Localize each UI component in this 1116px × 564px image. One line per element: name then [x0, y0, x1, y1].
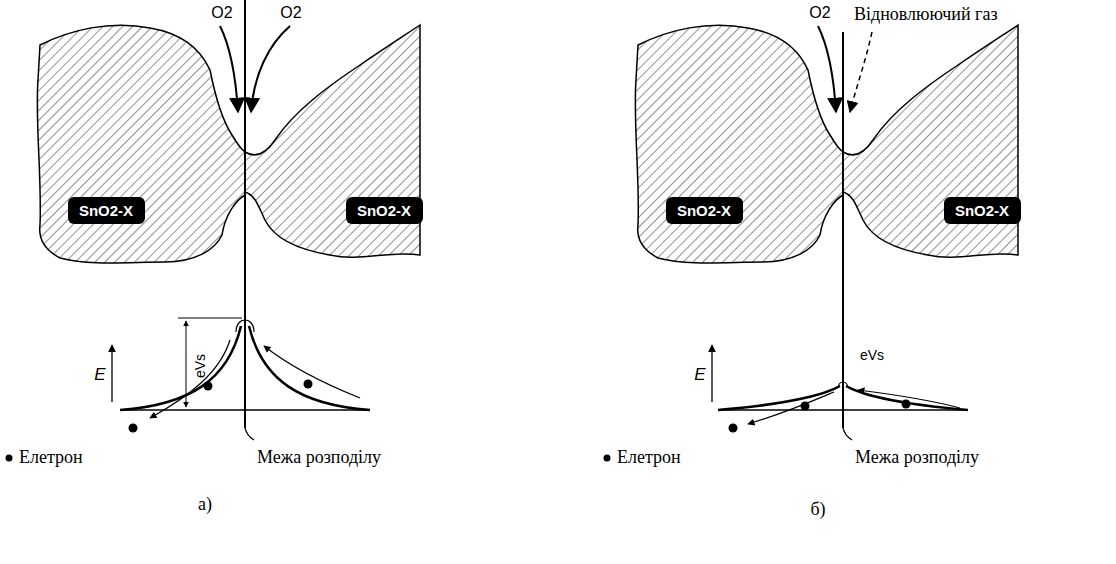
gas-arrow	[220, 26, 238, 112]
panel-label: а)	[198, 495, 212, 515]
interface-line	[244, 0, 246, 428]
legend-text: Елетрон	[617, 448, 681, 468]
axis-label: E	[94, 366, 105, 385]
panel-label: б)	[810, 500, 825, 520]
band-cap	[838, 382, 848, 388]
band-curve	[718, 386, 840, 410]
band-curve	[249, 326, 370, 410]
gas-arrow	[818, 26, 836, 112]
material-name: SnO2-X	[79, 202, 133, 219]
electron	[729, 424, 738, 433]
electron	[902, 400, 911, 409]
legend-dot	[6, 455, 13, 462]
interface-label: Межа розподілу	[855, 448, 979, 468]
electron-path	[858, 390, 960, 408]
panel-a	[6, 0, 421, 462]
gas-label: O2	[211, 4, 232, 22]
material-badge: SnO2-X	[944, 197, 1021, 224]
band-curve	[120, 326, 241, 410]
legend-text: Елетрон	[19, 448, 83, 468]
leader-line	[843, 428, 852, 440]
barrier-top	[178, 318, 242, 319]
electron-path	[264, 346, 360, 398]
band-curve	[846, 386, 968, 410]
grain	[635, 25, 843, 263]
material-name: SnO2-X	[357, 202, 411, 219]
electron	[129, 424, 138, 433]
interface-label: Межа розподілу	[257, 448, 381, 468]
legend-dot	[604, 455, 611, 462]
grain	[37, 25, 245, 263]
barrier-height-arrow	[186, 321, 187, 407]
electron	[204, 382, 213, 391]
barrier-label: eVs	[860, 348, 884, 363]
gas-label: Відновлюючий газ	[854, 5, 998, 25]
band-baseline	[120, 409, 370, 411]
electron-path	[748, 392, 834, 424]
axis-label: E	[694, 366, 705, 385]
band-cap	[236, 320, 254, 332]
material-badge: SnO2-X	[346, 197, 423, 224]
band-baseline	[718, 409, 968, 411]
energy-axis	[711, 345, 712, 402]
gas-arrow	[251, 26, 290, 112]
energy-axis	[111, 345, 112, 402]
panel-b	[604, 25, 1019, 462]
electron	[801, 402, 810, 411]
material-name: SnO2-X	[955, 202, 1009, 219]
material-badge: SnO2-X	[68, 197, 145, 224]
leader-line	[245, 428, 254, 440]
material-badge: SnO2-X	[666, 197, 743, 224]
gas-label: O2	[809, 4, 830, 22]
gas-arrow-dashed	[850, 32, 872, 112]
electron	[304, 380, 313, 389]
interface-line	[842, 32, 844, 428]
electron-path	[150, 340, 230, 418]
material-name: SnO2-X	[677, 202, 731, 219]
gas-label: O2	[280, 4, 301, 22]
barrier-label: eVs	[193, 354, 208, 378]
